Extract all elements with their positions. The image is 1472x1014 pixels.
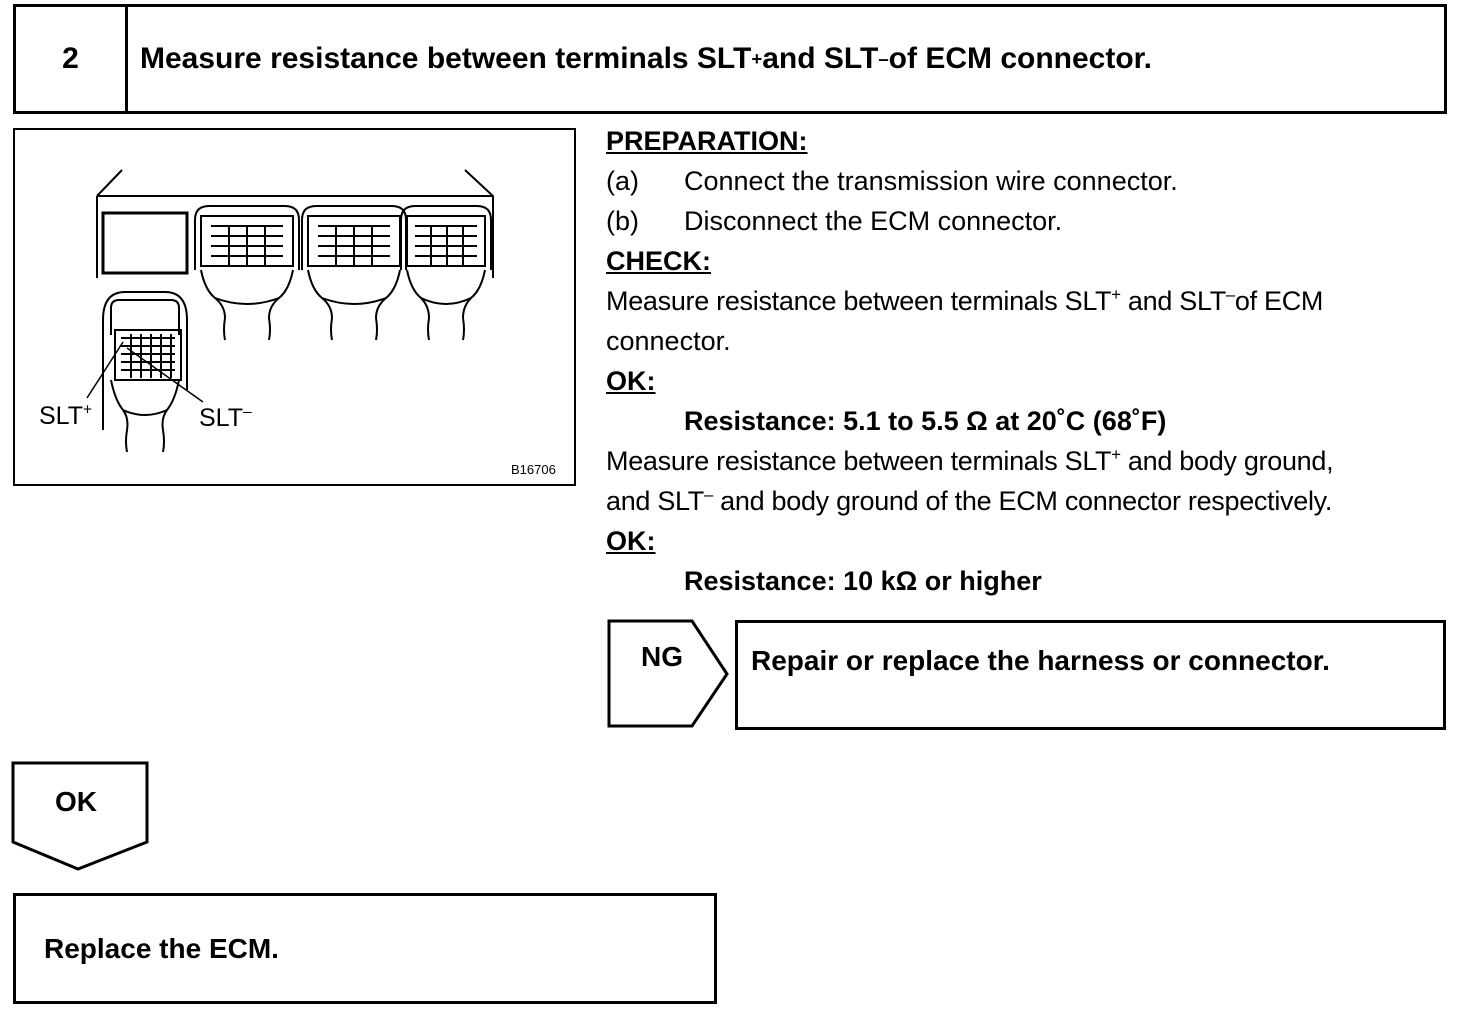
ecm-connector-illustration: SLT+ SLT– B16706 [13,128,576,486]
step-title-text: Measure resistance between terminals SLT [140,42,752,75]
slt-minus-label: SLT– [199,404,252,433]
check-line-1-sup-plus: + [1111,285,1121,304]
prep-item-a-marker: (a) [606,166,639,196]
check-line-1-text: Measure resistance between terminals SLT [606,286,1112,316]
preparation-heading: PREPARATION: [606,126,808,156]
check2-line-2-text: and SLT [606,486,704,516]
step-title-text-mid: and SLT [762,42,879,75]
step-number: 2 [16,7,128,111]
check2-line-1: Measure resistance between terminals SLT… [606,441,1334,481]
check-line-1: Measure resistance between terminals SLT… [606,281,1323,321]
ok-action-text: Replace the ECM. [44,933,279,964]
slt-plus-label-sup: + [83,401,93,419]
check-line-1-text-mid: and SLT [1120,286,1226,316]
step-title-text-end: of ECM connector. [888,42,1153,75]
ok-label: OK [55,786,97,817]
figure-code: B16706 [511,462,556,477]
ok-heading-1: OK: [606,366,656,396]
ecm-connector-drawing [86,169,494,453]
ok-heading-2: OK: [606,526,656,556]
ng-arrow-icon [607,619,729,728]
check2-line-1-text: Measure resistance between terminals SLT [606,446,1112,476]
prep-item-b-text: Disconnect the ECM connector. [684,206,1063,236]
ok-action-box: Replace the ECM. [13,893,717,1004]
slt-minus-label-sup: – [243,403,252,421]
ng-action-text: Repair or replace the harness or connect… [751,645,1330,676]
check2-line-2: and SLT– and body ground of the ECM conn… [606,481,1332,521]
slt-minus-label-text: SLT [199,404,243,432]
ok-spec-2: Resistance: 10 kΩ or higher [684,566,1042,596]
ng-action-box: Repair or replace the harness or connect… [735,620,1446,730]
check2-line-1-text-end: and body ground, [1120,446,1334,476]
step-header: 2 Measure resistance between terminals S… [13,4,1447,114]
slt-plus-label-text: SLT [39,402,83,430]
check-line-1-text-end: of ECM [1234,286,1324,316]
ng-label: NG [641,641,683,672]
check2-line-2-sup: – [703,485,713,504]
ok-arrow-icon [11,761,149,871]
check-heading: CHECK: [606,246,711,276]
slt-plus-label: SLT+ [39,402,92,431]
ok-spec-1: Resistance: 5.1 to 5.5 Ω at 20˚C (68˚F) [684,406,1167,436]
check-line-2: connector. [606,326,731,356]
step-title: Measure resistance between terminals SLT… [140,42,1153,75]
check-line-1-sup-minus: – [1225,285,1235,304]
check2-line-2-text-end: and body ground of the ECM connector res… [712,486,1333,516]
prep-item-b-marker: (b) [606,206,639,236]
prep-item-a-text: Connect the transmission wire connector. [684,166,1178,196]
check2-line-1-sup: + [1111,445,1121,464]
